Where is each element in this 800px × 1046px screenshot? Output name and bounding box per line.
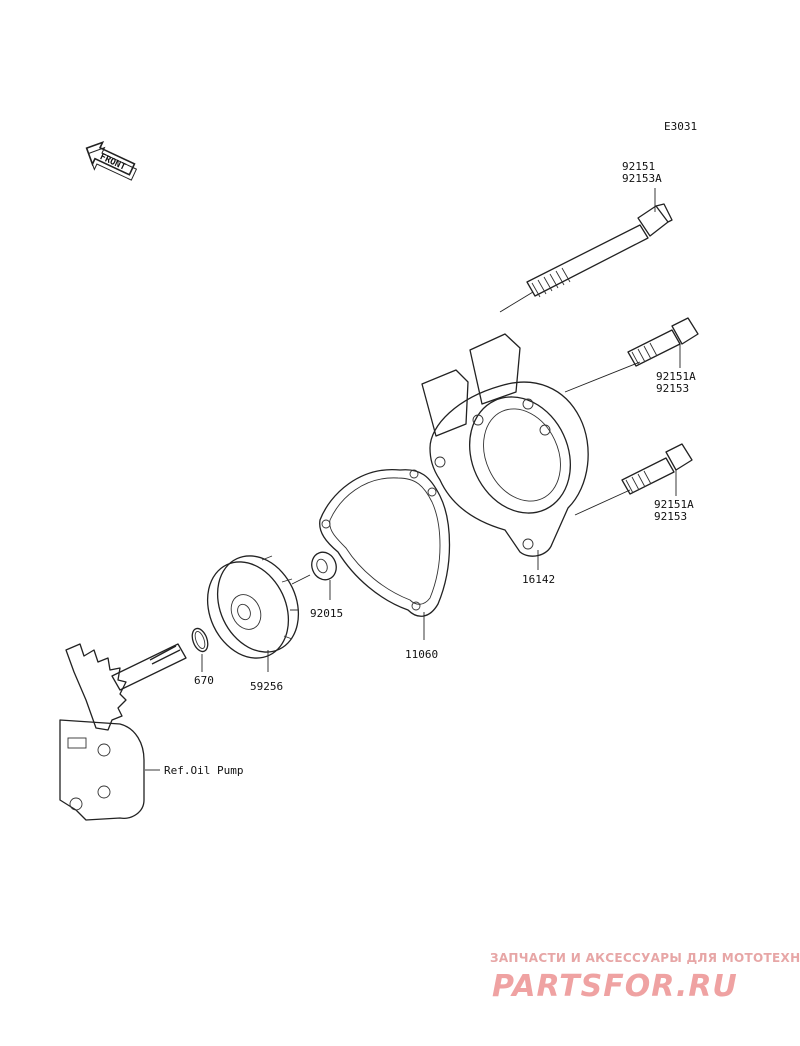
bolt-low bbox=[621, 443, 693, 495]
gasket-label: 11060 bbox=[405, 648, 438, 661]
bolt-low-label-2: 92153 bbox=[654, 510, 687, 523]
watermark-subtitle: ЗАПЧАСТИ И АКСЕССУАРЫ ДЛЯ МОТОТЕХНИКИ bbox=[490, 951, 800, 965]
bolt-mid-label-2: 92153 bbox=[656, 382, 689, 395]
oil-pump-shaft bbox=[59, 643, 187, 821]
diagram-code: E3031 bbox=[664, 120, 697, 133]
gasket bbox=[319, 469, 451, 617]
bolt-top bbox=[526, 203, 673, 298]
cover-label: 16142 bbox=[522, 573, 555, 586]
bolt-low-lead bbox=[574, 489, 631, 516]
bolt-mid bbox=[627, 317, 699, 367]
oring bbox=[191, 627, 209, 653]
washer-shaft-lead bbox=[291, 574, 311, 585]
bolt-top-label-1: 92151 bbox=[622, 160, 655, 173]
oring-label: 670 bbox=[194, 674, 214, 687]
ref-oil-pump-label: Ref.Oil Pump bbox=[164, 764, 243, 777]
bolt-low-label-1: 92151A bbox=[654, 498, 694, 511]
watermark-brand: PARTSFOR.RU bbox=[492, 969, 738, 1004]
washer-label: 92015 bbox=[310, 607, 343, 620]
washer bbox=[311, 551, 337, 581]
bolt-top-label-2: 92153A bbox=[622, 172, 662, 185]
bolt-mid-label-1: 92151A bbox=[656, 370, 696, 383]
front-arrow-icon: FRONT bbox=[85, 140, 138, 181]
bolt-top-lead bbox=[499, 291, 534, 313]
pump-cover bbox=[421, 333, 589, 557]
impeller-label: 59256 bbox=[250, 680, 283, 693]
bolt-mid-lead bbox=[564, 361, 641, 393]
impeller bbox=[206, 555, 300, 659]
